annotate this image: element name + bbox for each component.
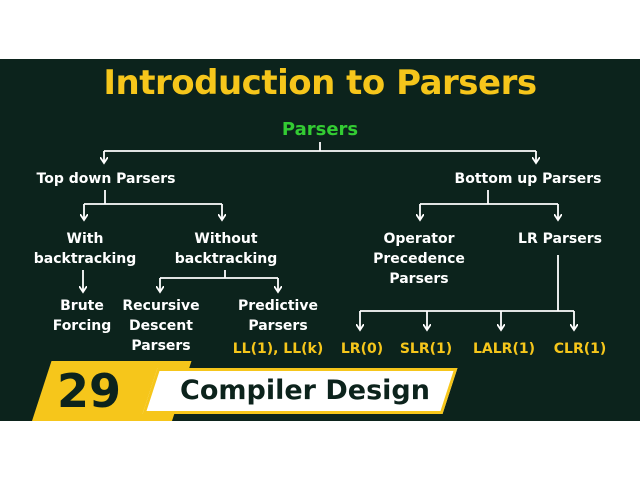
- root-node-parsers: Parsers: [281, 119, 359, 140]
- node-lr-parsers: LR Parsers: [518, 231, 602, 247]
- node-with-backtracking: With backtracking: [33, 231, 137, 267]
- lr-type-lalr1: LALR(1): [473, 341, 535, 357]
- series-banner: Compiler Design: [140, 368, 458, 414]
- connector-lines: [0, 142, 640, 421]
- node-top-down-parsers: Top down Parsers: [36, 171, 176, 187]
- episode-badge: 29: [18, 361, 192, 421]
- label-ll-types: LL(1), LL(k): [232, 341, 324, 357]
- node-operator-precedence-parsers: Operator Precedence Parsers: [373, 231, 465, 287]
- node-recursive-descent-parsers: Recursive Descent Parsers: [122, 298, 200, 354]
- episode-number: 29: [56, 364, 121, 418]
- node-brute-forcing: Brute Forcing: [52, 298, 112, 334]
- lr-type-lr0: LR(0): [340, 341, 384, 357]
- diagram-title: Introduction to Parsers: [103, 63, 537, 103]
- diagram-board: Introduction to Parsers Parsers: [0, 59, 640, 421]
- series-title: Compiler Design: [180, 375, 430, 406]
- node-without-backtracking: Without backtracking: [174, 231, 278, 267]
- lr-type-slr1: SLR(1): [399, 341, 453, 357]
- lr-type-clr1: CLR(1): [553, 341, 607, 357]
- node-bottom-up-parsers: Bottom up Parsers: [454, 171, 602, 187]
- node-predictive-parsers: Predictive Parsers: [238, 298, 318, 334]
